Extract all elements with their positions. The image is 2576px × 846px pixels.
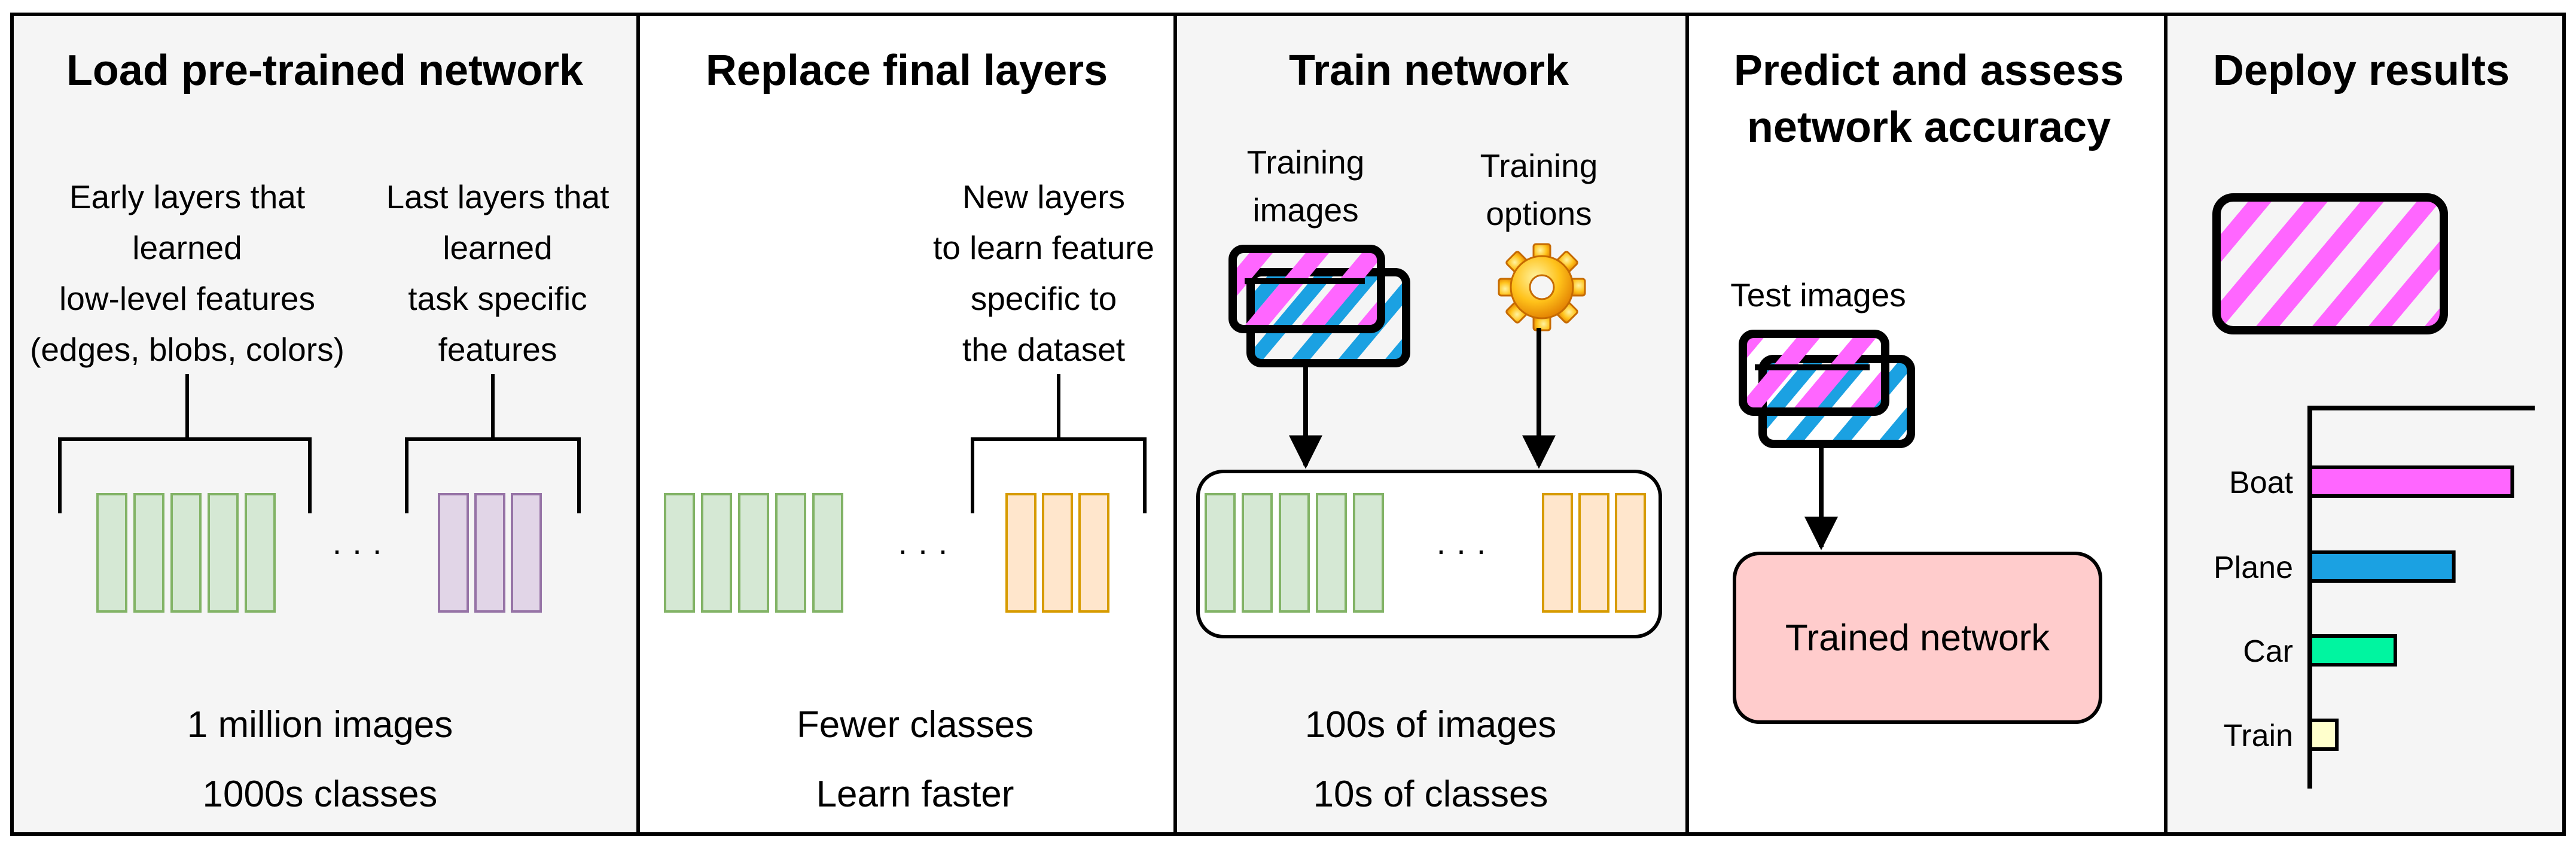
ellipsis: · · · (897, 531, 949, 568)
svg-text:Early layers that: Early layers that (69, 178, 305, 215)
layer-block (1205, 493, 1236, 613)
early-layer-stack (1205, 493, 1384, 613)
layer-block (1316, 493, 1347, 613)
layer-block (438, 493, 469, 613)
layer-block (1615, 493, 1646, 613)
layer-block (1542, 493, 1573, 613)
flow-arrow (1289, 328, 1556, 469)
bar-boat (2308, 465, 2514, 498)
panel-title: Predict and assess (1734, 47, 2124, 95)
test-images-label: Test images (1730, 276, 1906, 314)
svg-text:specific to: specific to (971, 280, 1117, 317)
layer-block (1279, 493, 1310, 613)
svg-text:Last layers that: Last layers that (386, 178, 609, 215)
training-images-label: Training images (1247, 144, 1365, 229)
svg-text:New layers: New layers (962, 178, 1125, 215)
early-layers-bracket (58, 374, 312, 513)
early-layer-stack (664, 493, 843, 613)
svg-text:Training: Training (1247, 144, 1365, 181)
bar-car (2308, 634, 2397, 667)
panel-title: Load pre-trained network (66, 47, 584, 95)
bottom-line: Fewer classes (797, 704, 1034, 745)
gear-icon (1498, 243, 1586, 331)
layer-block (1078, 493, 1109, 613)
layer-block (701, 493, 732, 613)
trained-network-box (1733, 552, 2102, 724)
category-label: Car (2243, 634, 2293, 669)
training-options-label: Training options (1480, 147, 1598, 232)
panel-train-network: Train network Training images Training o… (1173, 13, 1689, 836)
layer-block (1578, 493, 1609, 613)
svg-text:images: images (1252, 191, 1358, 229)
ellipsis: · · · (331, 531, 383, 568)
svg-text:options: options (1486, 195, 1592, 232)
layer-block (1005, 493, 1037, 613)
last-layers-label: Last layers that learned task specific f… (386, 178, 609, 368)
layer-block (474, 493, 505, 613)
layer-block (170, 493, 202, 613)
new-layers-label: New layers to learn feature specific to … (933, 178, 1154, 368)
layer-block (96, 493, 127, 613)
layer-block (208, 493, 239, 613)
svg-text:task specific: task specific (408, 280, 587, 317)
panel-load-pretrained: Load pre-trained network Early layers th… (10, 13, 640, 836)
svg-text:to learn feature: to learn feature (933, 229, 1154, 266)
early-layers-label: Early layers that learned low-level feat… (30, 178, 345, 368)
panel-predict-assess: Predict and assess network accuracy Test… (1685, 13, 2168, 836)
layer-block (664, 493, 695, 613)
layer-block (738, 493, 769, 613)
early-layer-stack (96, 493, 276, 613)
svg-text:features: features (438, 331, 557, 368)
test-images-icon (1739, 330, 1915, 448)
trained-network-label: Trained network (1785, 617, 2050, 659)
layer-block (1042, 493, 1073, 613)
layer-block (133, 493, 164, 613)
svg-text:learned: learned (132, 229, 242, 266)
category-label: Train (2223, 719, 2293, 753)
panel-title: Replace final layers (706, 47, 1108, 95)
bottom-line: 1000s classes (203, 774, 438, 815)
svg-text:the dataset: the dataset (962, 331, 1125, 368)
bottom-line: 100s of images (1305, 704, 1556, 745)
last-layers-bracket (405, 374, 581, 513)
ellipsis: · · · (1435, 531, 1487, 568)
svg-text:low-level features: low-level features (59, 280, 315, 317)
svg-text:(edges, blobs, colors): (edges, blobs, colors) (30, 331, 345, 368)
panel-title: network accuracy (1747, 104, 2111, 151)
layer-block (1242, 493, 1273, 613)
panel-title: Deploy results (2213, 47, 2510, 95)
bottom-line: Learn faster (816, 774, 1014, 815)
final-layer-stack (438, 493, 542, 613)
bar-plane (2308, 550, 2456, 583)
category-label: Plane (2214, 550, 2293, 585)
layer-block (1353, 493, 1384, 613)
new-layer-stack (1542, 493, 1646, 613)
bottom-line: 1 million images (187, 704, 453, 745)
svg-text:Training: Training (1480, 147, 1598, 184)
layer-block (775, 493, 806, 613)
panel-replace-final-layers: Replace final layers New layers to learn… (636, 13, 1177, 836)
layer-block (511, 493, 542, 613)
training-images-icon (1228, 245, 1410, 367)
bottom-line: 10s of classes (1313, 774, 1548, 815)
layer-block (812, 493, 843, 613)
new-layer-stack (1005, 493, 1109, 613)
category-label: Boat (2229, 465, 2294, 500)
svg-text:learned: learned (443, 229, 552, 266)
layer-block (245, 493, 276, 613)
new-layers-bracket (971, 374, 1147, 513)
bar-train (2308, 719, 2339, 751)
panel-title: Train network (1289, 47, 1569, 95)
hatched-image-icon (2212, 193, 2448, 334)
